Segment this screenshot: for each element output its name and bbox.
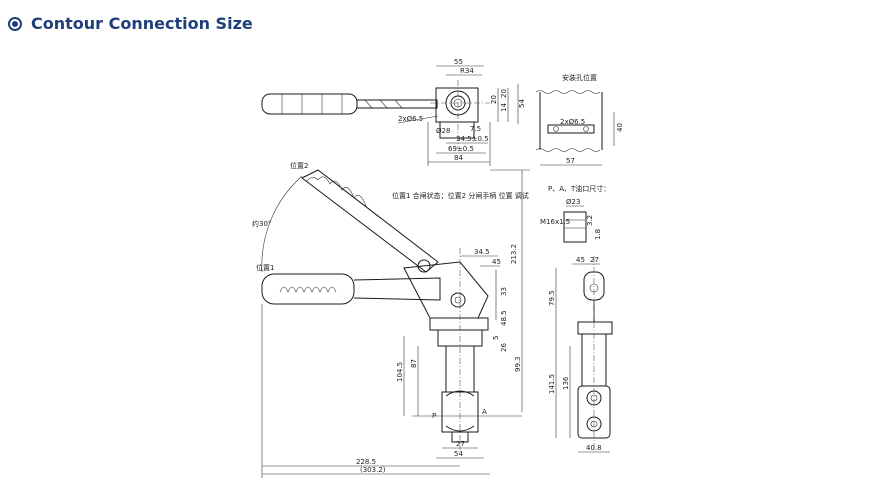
dim-87: 87 (410, 359, 418, 368)
dim-d28: Ø28 (436, 127, 450, 135)
section-header: Contour Connection Size (8, 14, 253, 33)
dim-45-side: 45 (492, 258, 501, 266)
dim-27-front: 27 (590, 256, 599, 264)
top-view: 55 R34 20 14 20 54 2xØ6.5 Ø28 7.5 34.5±0… (261, 58, 526, 166)
dim-40-8: 40.8 (586, 444, 602, 452)
dim-69: 69±0.5 (448, 145, 474, 153)
dim-99-3: 99.3 (514, 356, 522, 372)
dim-228-5: 228.5 (356, 458, 376, 466)
dim-27-side: 27 (456, 440, 465, 448)
dim-2x65-top: 2xØ6.5 (398, 115, 423, 123)
dim-34-5-side: 34.5 (474, 248, 490, 256)
label-angle: 约30° (252, 219, 271, 228)
dim-d23: Ø23 (566, 198, 580, 206)
dim-7-5: 7.5 (470, 125, 481, 133)
side-view: 位置2 位置1 合闸状态；位置2 分闸手柄 位置 调试 约30° 位置1 P A… (252, 161, 530, 478)
dim-57: 57 (566, 157, 575, 165)
dim-20a: 20 (490, 95, 498, 104)
dim-213-2: 213.2 (510, 244, 518, 264)
port-view-title: P、A、T油口尺寸： (548, 184, 610, 193)
dim-3-2: 3.2 (586, 215, 594, 226)
port-view: P、A、T油口尺寸： Ø23 M16x1.5 3.2 1.8 (540, 184, 610, 243)
dim-m16: M16x1.5 (540, 218, 570, 226)
dim-136: 136 (562, 376, 570, 390)
dim-2x65-mount: 2xØ6.5 (560, 118, 585, 126)
dim-26: 26 (500, 343, 508, 352)
dim-20b: 20 (500, 89, 508, 98)
dim-141-5: 141.5 (548, 374, 556, 394)
dim-45-front: 45 (576, 256, 585, 264)
dim-14: 14 (500, 103, 508, 112)
dim-48-5: 48.5 (500, 310, 508, 326)
dim-55: 55 (454, 58, 463, 66)
dim-40: 40 (616, 123, 624, 132)
radio-selected-icon (8, 16, 22, 31)
mount-view-title: 安装孔位置 (562, 73, 597, 82)
label-pos1: 位置1 (256, 263, 274, 272)
dim-79-5: 79.5 (548, 290, 556, 306)
dim-54-side: 54 (454, 450, 463, 458)
dim-33: 33 (500, 287, 508, 296)
dim-303-2: (303.2) (360, 466, 386, 474)
dim-r34: R34 (460, 67, 474, 75)
front-view: 45 27 79.5 141.5 136 40.8 (548, 256, 613, 453)
label-pos2: 位置2 (290, 161, 308, 170)
dim-54: 54 (518, 99, 526, 108)
section-title: Contour Connection Size (31, 14, 253, 33)
dim-34-5: 34.5±0.5 (456, 135, 489, 143)
dim-84: 84 (454, 154, 463, 162)
dim-104-5: 104.5 (396, 362, 404, 382)
dim-5: 5 (492, 336, 500, 340)
dim-1-8: 1.8 (594, 229, 602, 240)
side-note: 位置1 合闸状态；位置2 分闸手柄 位置 调试 (392, 191, 529, 200)
port-label-a: A (482, 408, 487, 416)
mount-view: 安装孔位置 2xØ6.5 40 57 (535, 73, 624, 166)
